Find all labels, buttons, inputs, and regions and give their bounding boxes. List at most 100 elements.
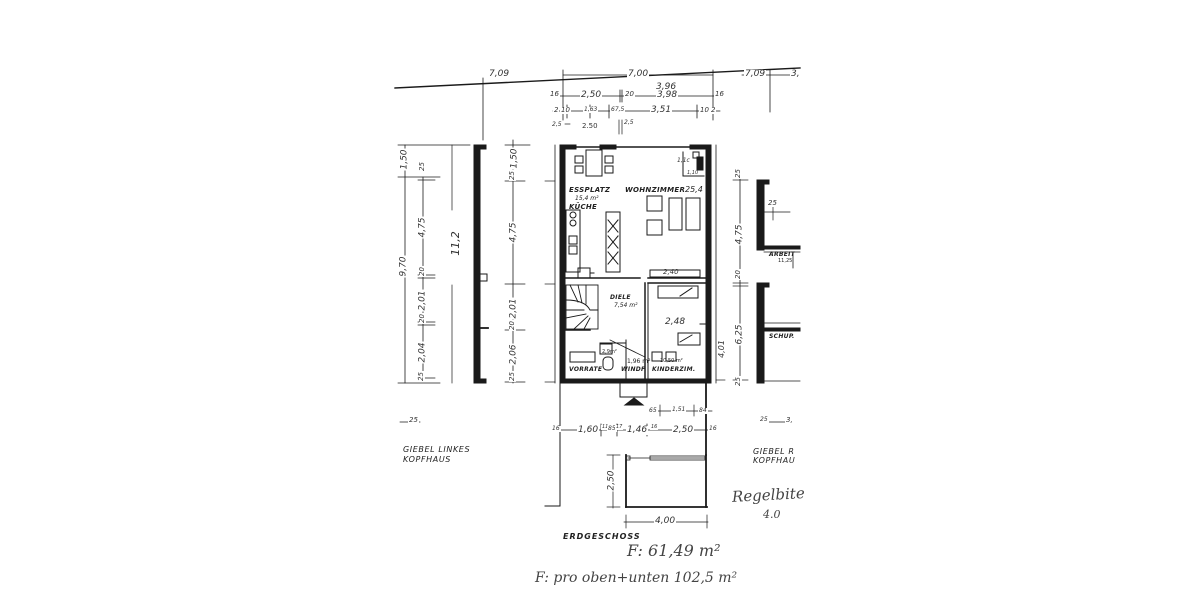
room-arbeit: ARBEIT <box>769 251 796 258</box>
dim-16: 16 <box>549 90 560 98</box>
dim-left-204: 2,04 <box>417 341 428 364</box>
dim-garage-depth: 2,50 <box>606 469 617 492</box>
dim-wohn-240: 2,40 <box>663 268 679 276</box>
dim-right-stub-end: 3, <box>785 416 794 424</box>
dim-bottom-16: 16 <box>551 425 561 432</box>
room-kinderzimmer-area: 10,50 m² <box>660 358 683 364</box>
dim-right-625: 6,25 <box>734 323 745 346</box>
left-neighbor-label-1: GIEBEL LINKES <box>403 445 471 454</box>
dim-left-lot: 7,09 <box>488 69 511 79</box>
handwritten-area-eg: F: 61,49 m² <box>627 541 721 560</box>
dim-675: 67,5 <box>610 106 626 113</box>
dim-garage-width: 4,00 <box>654 516 677 526</box>
dim-left-970: 9,70 <box>398 255 409 278</box>
room-essplatz: ESSPLATZ <box>569 186 611 194</box>
children-room-beds <box>651 285 707 362</box>
dim-right-475: 4,75 <box>734 223 745 246</box>
room-schuppen: SCHUP. <box>769 333 795 340</box>
dim-left-201: 2,01 <box>417 289 428 312</box>
dim-right-25b: 25 <box>733 376 742 387</box>
entrance-steps <box>619 382 648 406</box>
kitchen-counter <box>565 209 595 279</box>
dim-bottom-250: 2,50 <box>672 425 695 435</box>
wc-fixture <box>682 151 705 177</box>
dim-396: 3,96 <box>655 82 678 92</box>
dim-25: 2,5 <box>551 121 563 128</box>
dim-wc-h: 1,10 <box>687 170 699 176</box>
dining-table <box>574 149 614 177</box>
dim-right-stub-25: 25 <box>759 416 769 423</box>
room-vorrat: VORRATE <box>569 366 603 373</box>
right-neighbor-wall <box>756 179 765 251</box>
dim-left-20b: 20 <box>417 313 426 324</box>
dim-2: 2 <box>553 106 560 114</box>
dim-inner-20: 20 <box>507 320 516 331</box>
dim-163: 1,63 <box>583 106 599 113</box>
left-neighbor-label-2: KOPFHAUS <box>403 455 451 464</box>
dim-right-edge: 3, <box>790 69 801 79</box>
floor-title: ERDGESCHOSS <box>563 532 641 541</box>
dim-inner-206: 2,06 <box>508 343 519 366</box>
room-wohnzimmer: WOHNZIMMER <box>625 186 686 194</box>
dim-bottom-16b: 16 <box>650 424 659 430</box>
dim-right-stub: 25 <box>767 199 778 207</box>
dim-16b: 16 <box>714 90 725 98</box>
garage-outline <box>625 454 708 508</box>
dim-inner-25: 25 <box>507 170 516 181</box>
dim-bottom-65: 65 <box>648 407 658 414</box>
dim-left-stub-25: 25 <box>408 416 419 424</box>
dim-right-20: 20 <box>733 269 742 280</box>
dim-left-150: 1,50 <box>399 148 410 171</box>
dim-left-25b: 25 <box>416 371 425 382</box>
room-diele-area: 7,54 m² <box>614 302 638 309</box>
house-walls <box>554 144 717 384</box>
room-kinderzimmer: KINDERZIM. <box>652 366 696 373</box>
dim-bottom-16c: 16 <box>708 425 718 432</box>
lot-boundary-line <box>394 67 801 89</box>
dim-2b: 2 <box>710 106 717 114</box>
dim-depth-112: 11,2 <box>448 230 462 257</box>
left-neighbor-wall <box>473 144 481 384</box>
dim-bottom-151: 1,51 <box>671 406 687 413</box>
dim-bottom-160: 1,60 <box>577 425 600 435</box>
handwritten-regelbreite: Regelbite <box>731 484 806 506</box>
dim-250: 2,50 <box>580 90 603 100</box>
dim-351: 3,51 <box>650 105 673 115</box>
dim-left-475: 4,75 <box>417 216 428 239</box>
dim-10: 10 <box>560 106 571 114</box>
room-arbeit-area: 11,25 <box>778 258 793 264</box>
dim-25b: 2,5 <box>623 119 635 126</box>
room-essplatz-area: 15,4 m² <box>575 195 599 202</box>
dim-inner-25b: 25 <box>507 371 516 382</box>
dim-total-width: 7,00 <box>627 69 650 79</box>
dim-kind-248: 2,48 <box>664 317 687 327</box>
dim-bottom-11: 11 <box>601 424 610 430</box>
room-windfang-area: 1,96 m² <box>627 358 651 365</box>
right-neighbor-label-1: GIEBEL R <box>753 447 795 456</box>
dim-inner-475: 4,75 <box>508 221 519 244</box>
dim-inner-201: 2,01 <box>508 297 519 320</box>
dim-20: 20 <box>624 90 635 98</box>
room-wc-area: 2,9m² <box>602 349 617 355</box>
dim-right-lot: 7,09 <box>744 69 767 79</box>
dim-10b: 10 <box>699 106 710 114</box>
room-kueche: KÜCHE <box>569 203 598 211</box>
dim-left-25: 25 <box>417 161 426 172</box>
dim-bottom-85: 85 <box>607 425 617 432</box>
dim-bottom-84: 84 <box>698 407 708 414</box>
room-diele: DIELE <box>610 294 631 301</box>
dim-bottom-17: 17 <box>615 424 624 430</box>
staircase <box>565 284 599 330</box>
right-neighbor-label-2: KOPFHAU <box>753 456 796 465</box>
living-room-furniture <box>646 195 701 278</box>
handwritten-regelbreite-value: 4.0 <box>763 508 781 521</box>
dim-inner-150: 1,50 <box>509 147 520 170</box>
dim-wc-w: 1,1c <box>677 157 690 164</box>
chimney-block <box>605 211 621 273</box>
dim-left-20: 20 <box>417 266 426 277</box>
room-windfang: WINDF. <box>621 366 647 373</box>
dim-right-401: 4,01 <box>716 339 726 359</box>
handwritten-area-total: F: pro oben+unten 102,5 m² <box>535 570 738 586</box>
dim-bottom-146: 1,46 <box>626 425 649 435</box>
dim-250b: 2.50 <box>581 122 599 130</box>
